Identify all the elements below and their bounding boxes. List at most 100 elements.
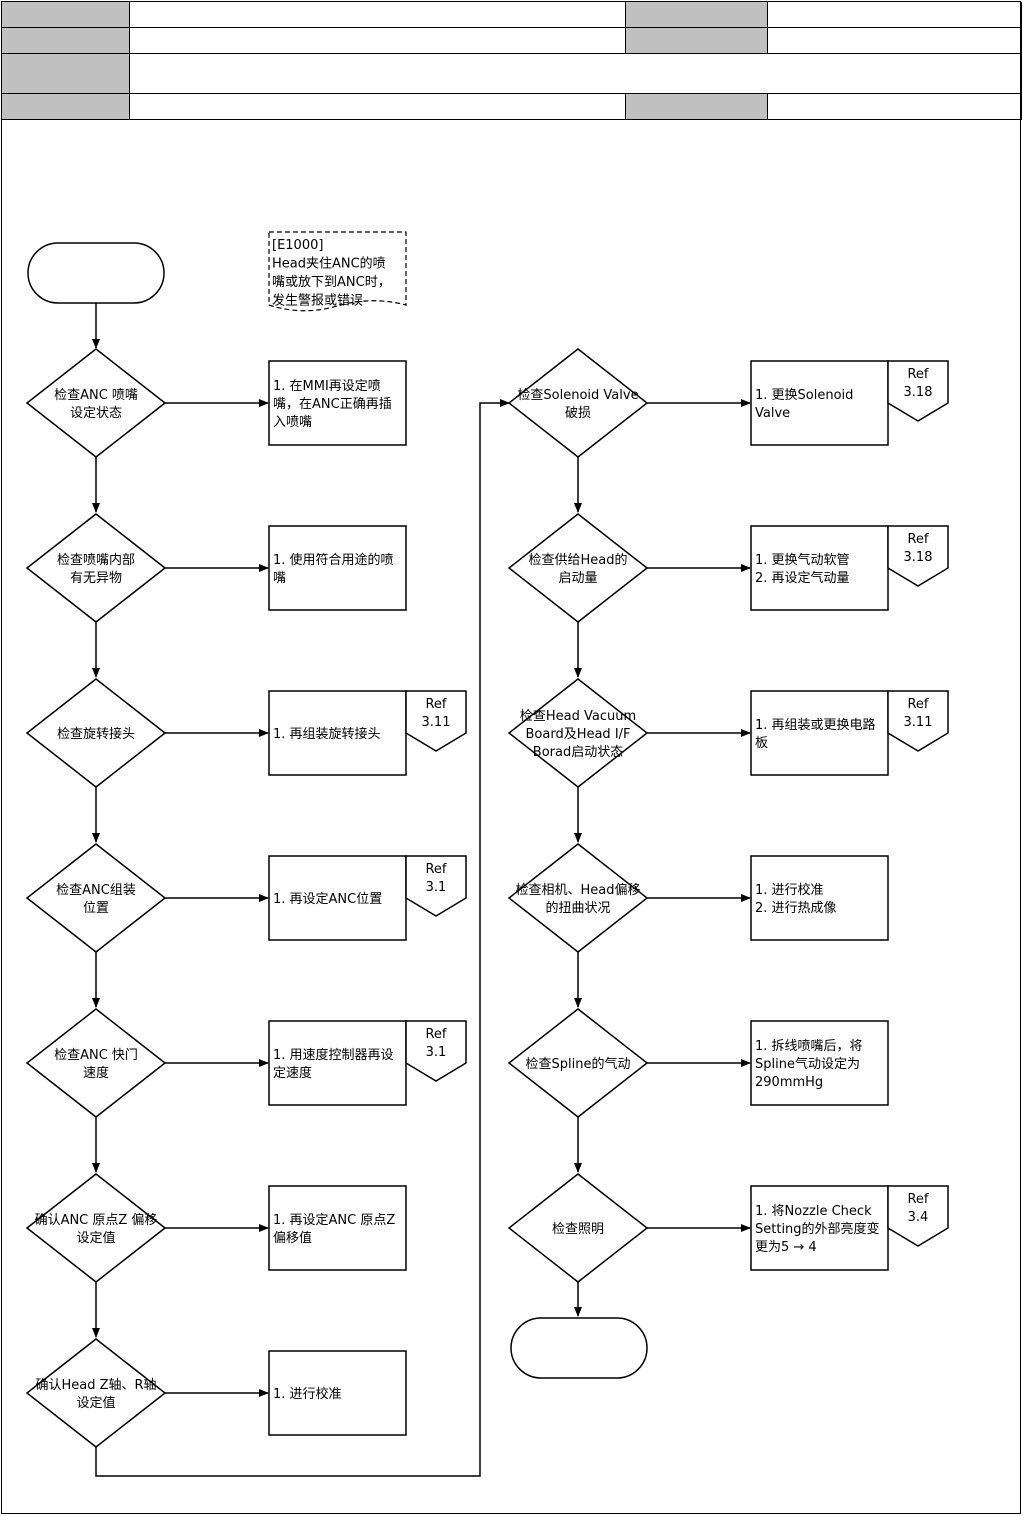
decision-label: 的扭曲状况 [545,900,610,916]
action-label: Valve [755,406,790,421]
decision-label: 检查照明 [552,1222,604,1237]
header-cell-0-3 [768,2,1022,28]
action-box [750,1020,889,1106]
header-cell-1-3 [768,28,1022,54]
decision-label: 检查Head Vacuum [520,709,636,724]
action-box [268,360,407,446]
decision-label: 速度 [83,1065,109,1081]
reference-tag [405,1020,467,1082]
decision-diamond [25,843,167,953]
action-label: 板 [755,736,768,751]
decision-label: 检查Solenoid Valve [517,388,638,403]
action-label: Spline气动设定为 [755,1056,860,1072]
reference-label: Ref [425,697,446,712]
decision-label: 确认ANC 原点Z 偏移 [35,1213,158,1228]
action-label: 偏移值 [273,1230,312,1246]
note-line: 发生警报或错误 [272,293,363,309]
decision-label: 设定值 [76,1395,115,1411]
action-label: 嘴 [273,571,286,586]
header-cell-3-2 [626,94,768,120]
decision-label: 确认Head Z轴、R轴 [35,1378,156,1393]
action-label: 1. 再设定ANC 原点Z [273,1213,395,1228]
reference-label: Ref [907,697,928,712]
action-label: 1. 使用符合用途的喷 [273,552,394,568]
reference-label: 3.18 [904,385,933,400]
action-label: 定速度 [273,1065,312,1081]
header-cell-1-1 [130,28,626,54]
decision-label: Board及Head I/F [525,727,630,742]
decision-label: 检查ANC组装 [56,883,136,898]
note-line: [E1000] [272,238,323,253]
header-cell-2-1 [130,54,1022,94]
action-label: 1. 进行校准 [273,1386,342,1402]
decision-label: 检查ANC 喷嘴 [54,388,138,403]
header-cell-0-1 [130,2,626,28]
action-box [268,690,407,776]
action-box [750,690,889,776]
action-box [268,525,407,611]
reference-label: Ref [425,862,446,877]
decision-label: 检查ANC 快门 [54,1048,138,1063]
decision-diamond [507,348,649,458]
decision-label: 启动量 [558,571,597,586]
reference-label: 3.11 [904,715,933,730]
decision-label: 设定值 [76,1230,115,1246]
reference-tag [405,855,467,917]
note-line: 嘴或放下到ANC时， [272,275,391,290]
action-label: 1. 再组装或更换电路 [755,717,876,733]
header-cell-3-1 [130,94,626,120]
decision-diamond [507,513,649,623]
header-cell-3-0 [1,94,130,120]
reference-label: 3.11 [422,715,451,730]
action-label: 1. 将Nozzle Check [755,1204,872,1219]
decision-diamond [25,1008,167,1118]
header-cell-2-0 [1,54,130,94]
decision-label: 检查喷嘴内部 [57,552,135,568]
action-label: 290mmHg [755,1075,823,1090]
reference-tag [887,525,949,587]
note-line: Head夹住ANC的喷 [272,256,386,272]
action-label: 1. 在MMI再设定喷 [273,379,381,394]
action-label: 1. 用速度控制器再设 [273,1047,394,1063]
reference-label: Ref [907,532,928,547]
header-cell-0-2 [626,2,768,28]
decision-label: 检查Spline的气动 [526,1056,631,1072]
decision-label: 设定状态 [70,406,122,421]
action-box [268,1185,407,1271]
decision-label: 破损 [565,406,591,421]
action-box [268,1350,407,1436]
action-label: 1. 再组装旋转接头 [273,726,381,742]
action-label: 1. 拆线喷嘴后，将 [755,1039,863,1054]
action-label: 入喷嘴 [273,415,312,430]
decision-label: 有无异物 [70,571,122,586]
action-box [750,855,889,941]
action-label: 嘴，在ANC正确再插 [273,397,392,412]
reference-label: Ref [425,1027,446,1042]
decision-label: 检查供给Head的 [529,552,628,568]
decision-diamond [25,513,167,623]
decision-label: 位置 [83,901,109,916]
reference-tag [887,690,949,752]
document-header-table [0,0,1023,120]
header-cell-3-3 [768,94,1022,120]
decision-diamond [25,1173,167,1283]
start-terminator [27,242,165,304]
action-label: 1. 再设定ANC位置 [273,892,382,907]
reference-label: Ref [907,367,928,382]
decision-label: 检查相机、Head偏移 [516,883,641,898]
decision-label: Borad启动状态 [533,745,623,760]
reference-tag [887,360,949,422]
action-box [268,1020,407,1106]
action-label: 1. 更换气动软管 [755,552,850,568]
decision-label: 检查旋转接头 [57,726,135,742]
reference-label: 3.1 [426,880,447,895]
action-label: Setting的外部亮度变 [755,1221,880,1237]
column-connector [95,399,510,1477]
action-label: 更为5 → 4 [755,1240,817,1255]
header-cell-1-0 [1,28,130,54]
reference-label: 3.4 [908,1210,929,1225]
decision-diamond [507,843,649,953]
